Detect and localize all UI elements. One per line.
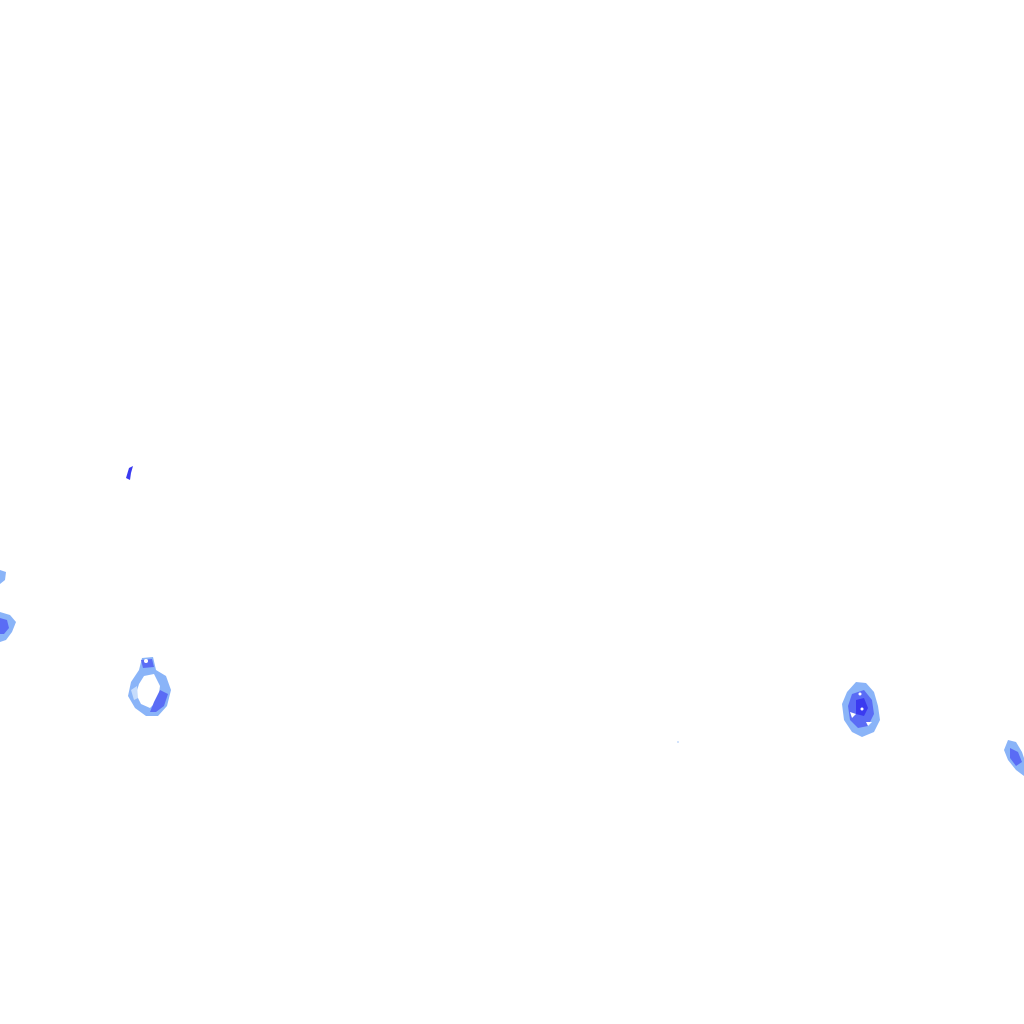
echo-right-edge — [1004, 740, 1024, 776]
echo-ring — [128, 657, 171, 716]
echo-left-edge-upper — [0, 570, 6, 584]
echo-left-edge-lower — [0, 612, 16, 642]
echo-fleck-small — [126, 466, 133, 480]
echo-dense — [842, 682, 880, 737]
echo-speck — [677, 741, 679, 743]
